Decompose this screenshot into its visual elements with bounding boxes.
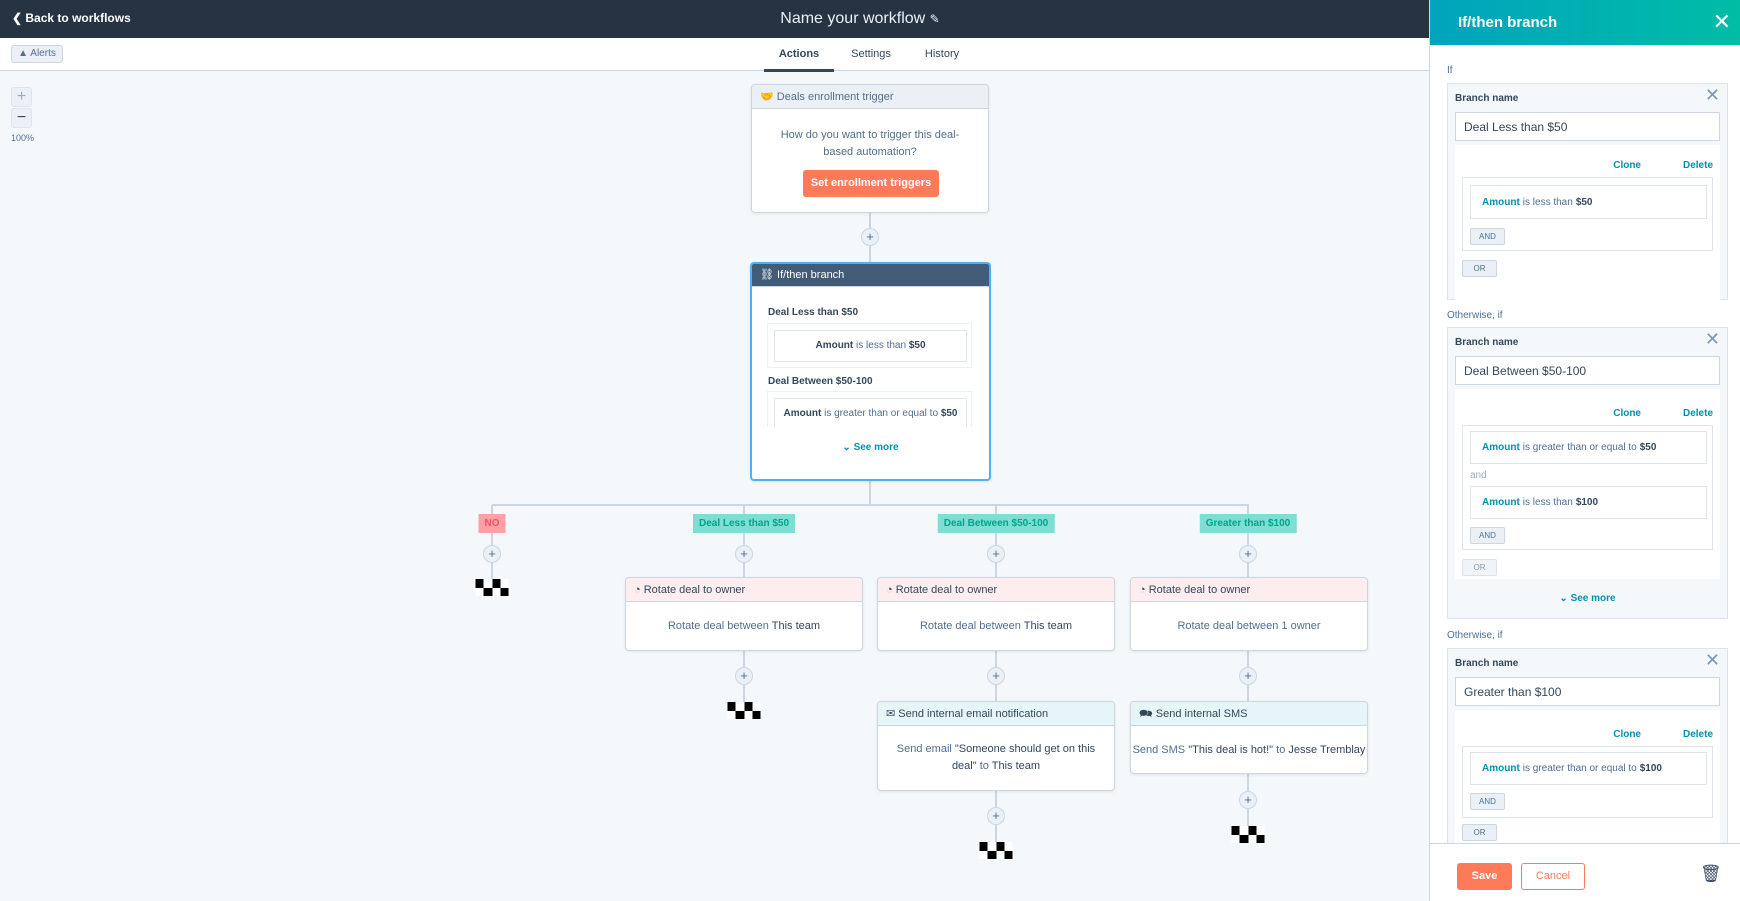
- or-button[interactable]: OR: [1462, 824, 1497, 841]
- branch-title: Deal Between $50-100: [768, 376, 873, 387]
- or-button[interactable]: OR: [1462, 260, 1497, 277]
- add-action-button[interactable]: +: [1239, 791, 1257, 809]
- remove-branch-close-icon[interactable]: ✕: [1704, 85, 1720, 105]
- branch-condition: Amount is greater than or equal to $50: [774, 398, 967, 427]
- delete-link[interactable]: Delete: [1682, 408, 1713, 419]
- panel-title: If/then branch: [1458, 14, 1558, 31]
- connector: [491, 505, 493, 580]
- if-then-branch-card[interactable]: ⛓ If/then branch Deal Less than $50 Amou…: [750, 262, 991, 481]
- rotate-owner-icon: ◔: [1139, 584, 1149, 596]
- branch-label-no[interactable]: NO: [478, 514, 506, 533]
- delete-link[interactable]: Delete: [1682, 160, 1713, 171]
- zoom-level: 100%: [11, 133, 35, 143]
- trigger-prompt: How do you want to trigger this deal-bas…: [780, 129, 960, 158]
- rotate-owner-icon: ◔: [634, 584, 644, 596]
- close-icon[interactable]: ✕: [1712, 9, 1731, 34]
- end-flag-icon: [727, 702, 761, 719]
- end-flag-icon: [979, 842, 1013, 859]
- save-button[interactable]: Save: [1457, 863, 1512, 890]
- add-action-button[interactable]: +: [483, 545, 501, 563]
- see-more-link[interactable]: ⌄ See more: [1559, 593, 1616, 604]
- tab-actions[interactable]: Actions: [778, 48, 820, 60]
- delete-link[interactable]: Delete: [1682, 729, 1713, 740]
- panel-footer: Save Cancel 🗑: [1430, 843, 1740, 901]
- or-button[interactable]: OR: [1462, 559, 1497, 576]
- rotate-owner-icon: ◔: [886, 584, 896, 596]
- tab-bar: Actions Settings History ▲ Alerts: [0, 38, 1429, 72]
- enrollment-trigger-card[interactable]: 🤝 Deals enrollment trigger How do you wa…: [751, 84, 989, 213]
- zoom-out-button[interactable]: −: [11, 108, 32, 128]
- connector: [869, 481, 871, 505]
- add-action-button[interactable]: +: [1239, 545, 1257, 563]
- connector: [492, 504, 1249, 506]
- branch-icon: ⛓: [760, 269, 778, 281]
- add-action-button[interactable]: +: [1239, 667, 1257, 685]
- trash-icon[interactable]: 🗑: [1700, 864, 1722, 883]
- zoom-in-button[interactable]: +: [11, 87, 32, 107]
- end-flag-icon: [475, 579, 509, 596]
- workflow-title[interactable]: Name your workflow ✎: [780, 10, 940, 27]
- chevron-down-icon: ⌄: [842, 442, 854, 453]
- send-sms-card[interactable]: 🗪 Send internal SMS Send SMS "This deal …: [1130, 701, 1368, 774]
- end-flag-icon: [1231, 826, 1265, 843]
- handshake-icon: 🤝: [760, 91, 777, 103]
- if-then-branch-panel: If/then branch ✕ If Branch name ✕ Clone …: [1429, 0, 1740, 901]
- branch-label[interactable]: Deal Between $50-100: [937, 514, 1055, 533]
- back-to-workflows-link[interactable]: ❮ Back to workflows: [12, 11, 131, 25]
- branch-title: Deal Less than $50: [768, 307, 859, 318]
- clone-link[interactable]: Clone: [1613, 160, 1641, 171]
- cancel-button[interactable]: Cancel: [1521, 863, 1585, 890]
- add-action-button[interactable]: +: [735, 545, 753, 563]
- panel-header: If/then branch ✕: [1430, 0, 1740, 45]
- and-button[interactable]: AND: [1470, 228, 1505, 245]
- add-action-button[interactable]: +: [987, 807, 1005, 825]
- add-action-button[interactable]: +: [735, 667, 753, 685]
- and-button[interactable]: AND: [1470, 793, 1505, 810]
- pencil-icon[interactable]: ✎: [929, 12, 940, 26]
- tab-history[interactable]: History: [924, 48, 960, 60]
- clone-link[interactable]: Clone: [1613, 408, 1641, 419]
- chevron-down-icon: ⌄: [1559, 593, 1571, 604]
- chevron-left-icon: ❮: [12, 11, 26, 25]
- see-more-link[interactable]: ⌄ See more: [842, 442, 899, 453]
- chat-icon: 🗪: [1139, 708, 1156, 720]
- add-action-button[interactable]: +: [987, 545, 1005, 563]
- branch-label[interactable]: Deal Less than $50: [692, 514, 796, 533]
- add-action-button[interactable]: +: [987, 667, 1005, 685]
- send-email-card[interactable]: ✉ Send internal email notification Send …: [877, 701, 1115, 791]
- clone-link[interactable]: Clone: [1613, 729, 1641, 740]
- envelope-icon: ✉: [886, 708, 899, 720]
- branch-name-input[interactable]: [1455, 677, 1720, 706]
- section-label: Otherwise, if: [1447, 630, 1503, 641]
- set-enrollment-triggers-button[interactable]: Set enrollment triggers: [803, 170, 939, 197]
- alerts-button[interactable]: ▲ Alerts: [11, 45, 63, 63]
- and-button[interactable]: AND: [1470, 527, 1505, 544]
- warning-icon: ▲: [18, 48, 31, 59]
- branch-condition: Amount is less than $50: [774, 330, 967, 362]
- rotate-deal-card[interactable]: ◔ Rotate deal to owner Rotate deal betwe…: [877, 577, 1115, 651]
- remove-branch-close-icon[interactable]: ✕: [1704, 329, 1720, 349]
- section-label: Otherwise, if: [1447, 310, 1503, 321]
- remove-branch-close-icon[interactable]: ✕: [1704, 650, 1720, 670]
- add-action-button[interactable]: +: [861, 228, 879, 246]
- active-tab-indicator: [764, 69, 834, 72]
- branch-name-input[interactable]: [1455, 112, 1720, 141]
- tab-settings[interactable]: Settings: [851, 48, 891, 60]
- branch-name-input[interactable]: [1455, 356, 1720, 385]
- rotate-deal-card[interactable]: ◔ Rotate deal to owner Rotate deal betwe…: [625, 577, 863, 651]
- section-label: If: [1447, 65, 1453, 76]
- branch-label[interactable]: Greater than $100: [1199, 514, 1297, 533]
- top-bar: ❮ Back to workflows Name your workflow ✎: [0, 0, 1429, 38]
- rotate-deal-card[interactable]: ◔ Rotate deal to owner Rotate deal betwe…: [1130, 577, 1368, 651]
